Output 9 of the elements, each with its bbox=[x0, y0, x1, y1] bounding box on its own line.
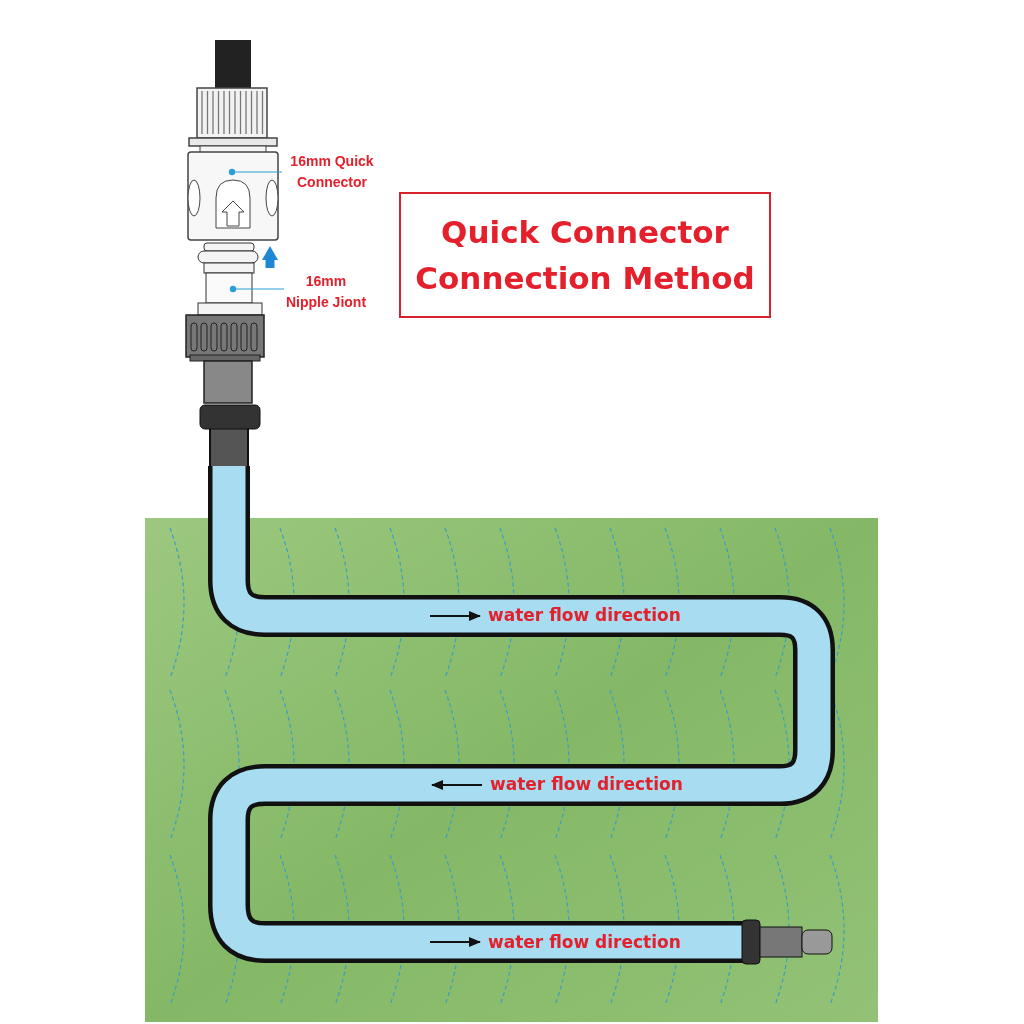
leader-line bbox=[229, 285, 285, 293]
part-label: 16mm Quick Connector bbox=[289, 152, 375, 192]
flow-label: water flow direction bbox=[490, 773, 683, 795]
part-label: 16mm Nipple Jiont bbox=[284, 272, 368, 312]
flow-label: water flow direction bbox=[488, 604, 681, 626]
leader-line bbox=[228, 168, 283, 176]
block-arrow bbox=[262, 246, 278, 268]
title: Quick Connector Connection Method bbox=[399, 192, 771, 318]
flow-label: water flow direction bbox=[488, 931, 681, 953]
